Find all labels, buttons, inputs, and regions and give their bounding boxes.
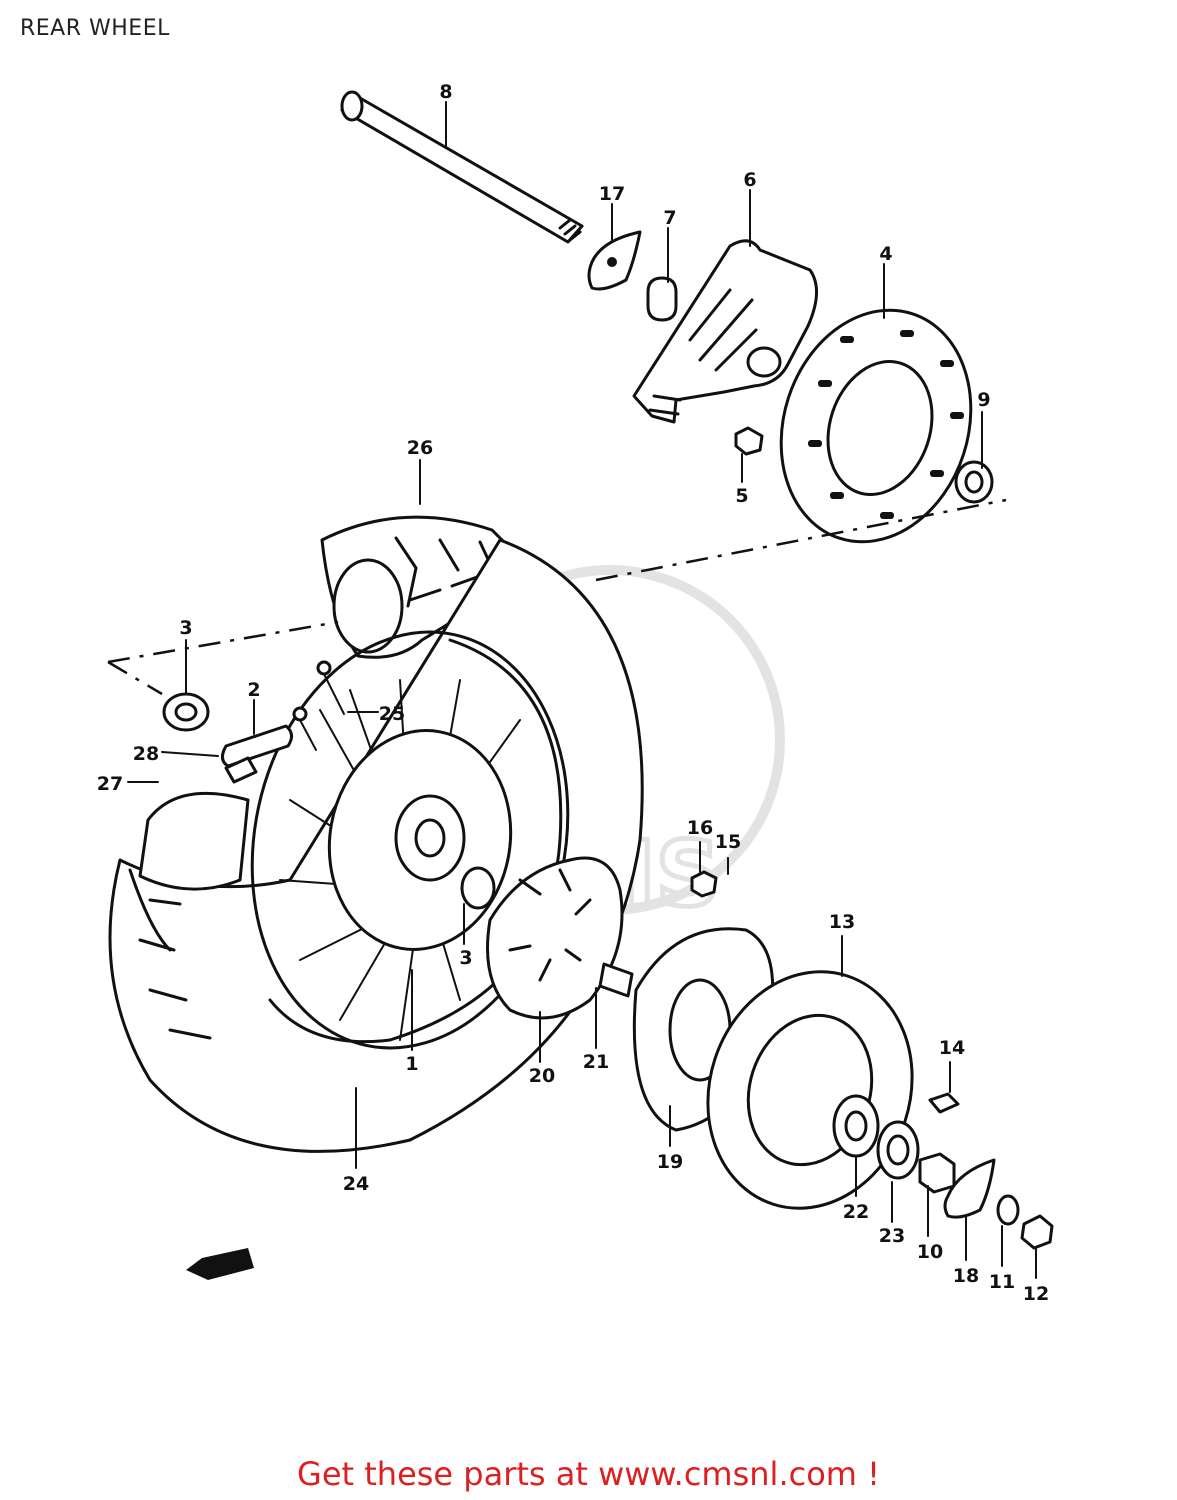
callout-19: 19 <box>657 1151 683 1173</box>
callout-1: 1 <box>405 1053 418 1075</box>
callout-16: 16 <box>687 817 713 839</box>
callout-12: 12 <box>1023 1283 1049 1305</box>
callout-14: 14 <box>939 1037 965 1059</box>
callout-4: 4 <box>879 243 892 265</box>
callout-9: 9 <box>977 389 990 411</box>
callout-13: 13 <box>829 911 855 933</box>
spoke-set <box>292 660 345 751</box>
callout-10: 10 <box>917 1241 943 1263</box>
callout-21: 21 <box>583 1051 609 1073</box>
brake-disc <box>779 308 973 544</box>
sprocket-nut <box>690 870 718 898</box>
wheel-bearing-right <box>460 866 496 910</box>
cush-damper <box>486 856 624 1020</box>
callout-20: 20 <box>529 1065 555 1087</box>
callout-2: 2 <box>247 679 260 701</box>
callout-15: 15 <box>715 831 741 853</box>
rim-tape <box>138 791 250 891</box>
forward-arrow-icon <box>186 1248 254 1280</box>
parts-link[interactable]: Get these parts at www.cmsnl.com ! <box>297 1455 880 1493</box>
rear-axle <box>340 90 584 244</box>
wheel-bearing-left <box>162 692 210 732</box>
axle-spacer <box>918 1152 956 1194</box>
page-title: REAR WHEEL <box>20 16 170 41</box>
assembly-axis <box>107 498 1007 696</box>
callout-6: 6 <box>743 169 756 191</box>
leader-lines <box>127 101 1037 1279</box>
chain-adjuster-left <box>587 230 642 291</box>
callout-26: 26 <box>407 437 433 459</box>
oil-seal <box>876 1120 920 1180</box>
sprocket-bolt <box>928 1092 960 1114</box>
caliper-bracket <box>632 239 818 424</box>
callout-27: 27 <box>97 773 123 795</box>
callout-25: 25 <box>379 703 405 725</box>
drive-spacer <box>598 962 634 998</box>
spacer-2 <box>221 724 293 768</box>
callout-11: 11 <box>989 1271 1015 1293</box>
spacer-7 <box>646 276 678 322</box>
inner-tube <box>320 515 534 659</box>
callout-18: 18 <box>953 1265 979 1287</box>
callout-28: 28 <box>133 743 159 765</box>
callout-7: 7 <box>663 207 676 229</box>
rim-band <box>224 756 258 784</box>
chain-adjuster-right <box>943 1158 996 1219</box>
callout-5: 5 <box>735 485 748 507</box>
axle-nut <box>1020 1214 1054 1250</box>
callout-24: 24 <box>343 1173 369 1195</box>
callout-3-left: 3 <box>179 617 192 639</box>
disc-bolt <box>734 426 764 456</box>
callout-3-right: 3 <box>459 947 472 969</box>
callout-23: 23 <box>879 1225 905 1247</box>
callout-17: 17 <box>599 183 625 205</box>
callout-22: 22 <box>843 1201 869 1223</box>
callout-8: 8 <box>439 81 452 103</box>
axle-washer <box>996 1194 1020 1226</box>
sprocket-bearing <box>832 1094 880 1158</box>
spacer-9 <box>954 460 994 504</box>
